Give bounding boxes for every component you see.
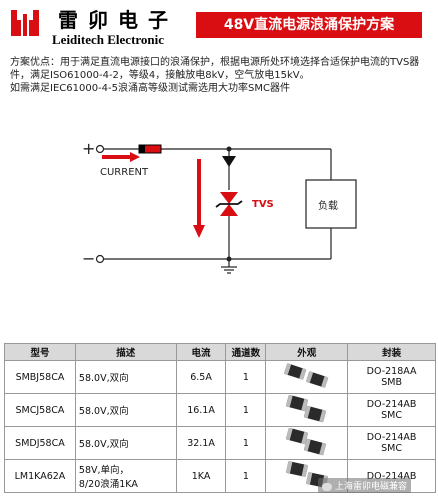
leiditech-logo-icon xyxy=(11,10,39,36)
col-header-appearance: 外观 xyxy=(265,343,349,361)
minus-terminal xyxy=(95,254,105,264)
current-label: CURRENT xyxy=(100,167,149,178)
watermark-text: 上海雷卯电磁兼容 xyxy=(335,482,408,492)
component-photo-icon xyxy=(285,460,328,488)
cell-current: 32.1A xyxy=(175,426,227,460)
cell-model: SMDJ58CA xyxy=(4,426,76,460)
cell-appearance xyxy=(265,393,349,427)
cell-appearance xyxy=(265,360,349,394)
tvs-label: TVS xyxy=(252,199,274,210)
cell-model: LM1KA62A xyxy=(4,459,76,493)
load-label: 负载 xyxy=(318,199,338,212)
component-photo-icon xyxy=(285,394,326,422)
brand-name-en: Leiditech Electronic xyxy=(52,32,165,47)
cell-desc: 58V,单向，8/20浪涌1KA xyxy=(74,459,177,493)
current-arrow-down xyxy=(193,159,205,238)
cell-appearance xyxy=(265,426,349,460)
circuit-diagram: + CURRENT TVS 负载 − xyxy=(82,139,357,274)
plus-terminal-label: + xyxy=(82,139,95,158)
cell-model: SMCJ58CA xyxy=(4,393,76,427)
minus-terminal-label: − xyxy=(82,249,95,268)
cell-channels: 1 xyxy=(225,360,267,394)
cell-channels: 1 xyxy=(225,426,267,460)
component-photo-icon xyxy=(285,427,326,455)
table-header-row: 型号 描述 电流 通道数 外观 封装 xyxy=(4,343,436,361)
page-title: 48V直流电源浪涌保护方案 xyxy=(196,12,422,38)
col-header-current: 电流 xyxy=(175,343,227,361)
cell-channels: 1 xyxy=(225,459,267,493)
current-arrow-right xyxy=(102,152,140,162)
spec-table: 型号 描述 电流 通道数 外观 封装 SMBJ58CA 58.0V,双向 6.5… xyxy=(4,343,436,493)
cell-desc: 58.0V,双向 xyxy=(74,426,177,460)
col-header-package: 封装 xyxy=(347,343,436,361)
description-line-2: 如需满足IEC61000-4-5浪涌高等级测试需选用大功率SMC器件 xyxy=(10,83,290,94)
col-header-channels: 通道数 xyxy=(225,343,267,361)
watermark: 上海雷卯电磁兼容 xyxy=(318,478,412,493)
component-photo-icon xyxy=(283,362,329,388)
col-header-model: 型号 xyxy=(4,343,76,361)
description-line-1: 方案优点：用于满足直流电源接口的浪涌保护，根据电源所处环境选择合适保护电流的TV… xyxy=(10,57,420,81)
ground-icon xyxy=(221,259,237,274)
cell-channels: 1 xyxy=(225,393,267,427)
brand-name-cn: 雷卯电子 xyxy=(58,8,178,32)
cell-current: 1KA xyxy=(175,459,227,493)
cell-current: 16.1A xyxy=(175,393,227,427)
plus-terminal xyxy=(95,144,105,154)
wechat-icon xyxy=(322,482,332,491)
tvs-diode-icon xyxy=(215,192,243,216)
description: 方案优点：用于满足直流电源接口的浪涌保护，根据电源所处环境选择合适保护电流的TV… xyxy=(10,56,430,95)
fuse-icon xyxy=(138,144,162,154)
cell-desc: 58.0V,双向 xyxy=(74,393,177,427)
cell-desc: 58.0V,双向 xyxy=(74,360,177,394)
tvs-arrow-down xyxy=(222,156,236,167)
col-header-desc: 描述 xyxy=(74,343,177,361)
cell-model: SMBJ58CA xyxy=(4,360,76,394)
cell-current: 6.5A xyxy=(175,360,227,394)
